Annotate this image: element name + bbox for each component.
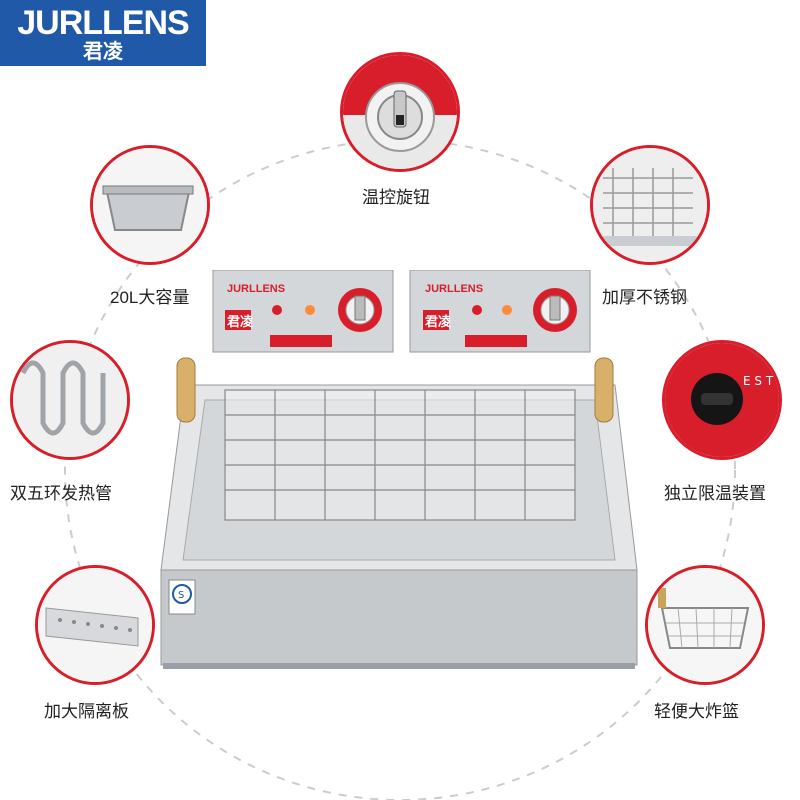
panel-brand-left: JURLLENS <box>227 283 285 295</box>
control-box-right: JURLLENS 君凌 <box>409 270 591 353</box>
feature-plate-label: 加大隔离板 <box>44 702 129 721</box>
left-handle <box>176 357 196 423</box>
divider-plate-icon <box>38 568 152 682</box>
feature-steel-label: 加厚不锈钢 <box>602 288 687 307</box>
right-handle <box>594 357 614 423</box>
feature-heating-label: 双五环发热管 <box>10 484 112 503</box>
twin-fryer-illustration: JURLLENS 君凌 JURLLENS 君凌 <box>160 270 638 669</box>
feature-heating-image <box>10 340 130 460</box>
feature-knob-label: 温控旋钮 <box>362 188 430 207</box>
basket-closeup-icon <box>593 148 707 262</box>
feature-thermostat-image: E S T <box>662 340 782 460</box>
panel-cn-right: 君凌 <box>425 314 452 330</box>
feature-steel-image <box>590 145 710 265</box>
feature-plate-image <box>35 565 155 685</box>
feature-knob-image <box>340 52 460 172</box>
brand-name: JURLLENS <box>17 4 189 42</box>
feature-basket-image <box>645 565 765 685</box>
certification-badge-icon: S <box>168 579 196 615</box>
feature-capacity-image <box>90 145 210 265</box>
control-box-left: JURLLENS 君凌 <box>212 270 394 353</box>
panel-cn-left: 君凌 <box>227 314 254 330</box>
svg-text:S: S <box>178 590 184 601</box>
thermostat-icon: E S T <box>665 343 779 457</box>
brand-name-cn: 君凌 <box>83 41 123 63</box>
brand-logo: JURLLENS 君凌 <box>0 0 206 66</box>
knob-icon <box>343 55 457 169</box>
feature-thermostat-label: 独立限温装置 <box>664 484 766 503</box>
pan-icon <box>93 148 207 262</box>
svg-text:E S T: E S T <box>743 374 774 388</box>
heating-element-icon <box>13 343 127 457</box>
feature-capacity-label: 20L大容量 <box>110 288 190 307</box>
feature-basket-label: 轻便大炸篮 <box>654 702 739 721</box>
fry-basket <box>224 389 576 521</box>
panel-brand-right: JURLLENS <box>425 283 483 295</box>
fry-basket-icon <box>648 568 762 682</box>
